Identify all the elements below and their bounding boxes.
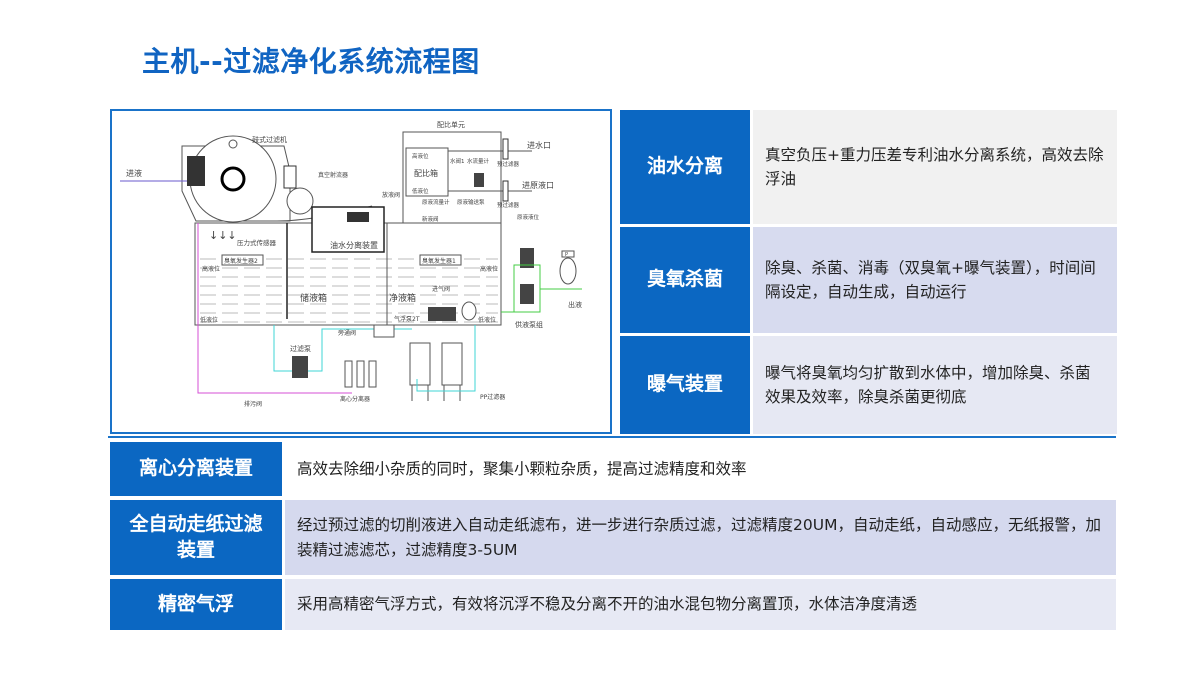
flow-diagram-svg: 鼓式过滤机 进液 储液箱 净液箱 压力式传感器 ↓↓↓ 臭氧发生器2 臭氧发生器… [120,120,582,408]
feature-text: 高效去除细小杂质的同时，聚集小颗粒杂质，提高过滤精度和效率 [285,442,1116,496]
label-air-float-pump: 气浮泵2T [394,315,420,323]
oil-water-separator: 油水分离装置 真空射流器 放液阀 [311,171,400,253]
feature-text: 除臭、杀菌、消毒（双臭氧+曝气装置），时间间隔设定，自动生成，自动运行 [753,227,1117,333]
label-air-inlet-valve: 进气阀 [432,285,450,293]
drum-filter: 鼓式过滤机 [181,135,373,223]
feature-row-air-float: 精密气浮 采用高精密气浮方式，有效将沉浮不稳及分离不开的油水混包物分离置顶，水体… [110,579,1116,630]
label-drum-filter: 鼓式过滤机 [252,135,287,144]
label-low-level-left: 低液位 [200,316,218,324]
feature-label: 精密气浮 [110,579,282,630]
label-concentrate-level: 原液液位 [517,213,540,221]
ratio-unit: 配比单元 配比箱 高液位 低液位 水阀1 水流量计 预过滤器 预过滤器 进水口 … [402,120,554,224]
feature-text: 经过预过滤的切削液进入自动走纸滤布，进一步进行杂质过滤，过滤精度20UM，自动走… [285,500,1116,575]
label-clean-tank: 净液箱 [389,292,416,304]
feature-row-ozone: 臭氧杀菌 除臭、杀菌、消毒（双臭氧+曝气装置），时间间隔设定，自动生成，自动运行 [620,227,1117,333]
label-concentrate-flowmeter: 原液流量计 [422,198,450,206]
label-oil-water-sep: 油水分离装置 [330,240,378,250]
label-pressure-sensor: 压力式传感器 [237,238,277,247]
label-filter-pump: 过滤泵 [290,344,311,353]
label-low-level-ratio: 低液位 [412,187,429,195]
label-high-level-right: 高液位 [480,265,498,273]
process-flow-diagram: 鼓式过滤机 进液 储液箱 净液箱 压力式传感器 ↓↓↓ 臭氧发生器2 臭氧发生器… [110,109,612,434]
feature-label: 臭氧杀菌 [620,227,750,333]
label-bypass-valve: 旁通阀 [338,329,356,337]
label-low-level-right: 低液位 [478,316,496,324]
feature-text: 曝气将臭氧均匀扩散到水体中，增加除臭、杀菌效果及效率，除臭杀菌更彻底 [753,336,1117,434]
label-concentrate-inlet: 进原液口 [522,180,554,190]
label-supply-pump-group: 供液泵组 [515,320,543,329]
label-prefilter-2: 预过滤器 [497,201,520,209]
label-new-liquid-valve: 新液阀 [422,215,439,223]
label-outlet: 出液 [568,300,582,309]
label-water-inlet: 进水口 [527,140,551,150]
label-sewage-valve: 排污阀 [244,400,262,408]
label-high-level-ratio: 高液位 [412,152,429,160]
divider [108,436,1116,438]
label-ozone-gen-1: 臭氧发生器1 [422,257,456,265]
feature-row-aeration: 曝气装置 曝气将臭氧均匀扩散到水体中，增加除臭、杀菌效果及效率，除臭杀菌更彻底 [620,336,1117,434]
feature-row-paper-filter: 全自动走纸过滤装置 经过预过滤的切削液进入自动走纸滤布，进一步进行杂质过滤，过滤… [110,500,1116,575]
flow-arrows-icon: ↓↓↓ [209,229,237,242]
label-vacuum-jet: 真空射流器 [318,171,348,179]
label-inlet: 进液 [126,168,142,178]
feature-row-oil-water: 油水分离 真空负压+重力压差专利油水分离系统，高效去除浮油 [620,110,1117,224]
feature-label: 离心分离装置 [110,442,282,496]
label-ozone-gen-2: 臭氧发生器2 [224,257,258,265]
label-pp-filter: PP过滤器 [480,393,505,401]
label-centrifugal-separator: 离心分离器 [340,395,370,403]
filtration-loop: 排污阀 过滤泵 离心分离器 PP过滤器 旁通阀 [197,223,505,408]
feature-text: 采用高精密气浮方式，有效将沉浮不稳及分离不开的油水混包物分离置顶，水体洁净度清透 [285,579,1116,630]
label-ratio-tank: 配比箱 [414,168,438,178]
label-ratio-unit: 配比单元 [437,120,465,129]
feature-row-centrifugal: 离心分离装置 高效去除细小杂质的同时，聚集小颗粒杂质，提高过滤精度和效率 [110,442,1116,496]
label-pressure-tank: P [565,252,568,258]
label-prefilter-1: 预过滤器 [497,160,520,168]
feature-label: 全自动走纸过滤装置 [110,500,282,575]
page-title: 主机--过滤净化系统流程图 [142,45,480,78]
supply-pump-group: P 出液 供液泵组 [501,248,582,329]
label-water-flowmeter: 水流量计 [467,157,490,165]
label-storage-tank: 储液箱 [300,292,327,304]
label-concentrate-pump: 原液输送泵 [457,198,485,206]
label-water-valve: 水阀1 [450,157,465,165]
label-high-level-left: 高液位 [202,265,220,273]
feature-label: 曝气装置 [620,336,750,434]
label-drain-valve-top: 放液阀 [382,191,400,199]
feature-label: 油水分离 [620,110,750,224]
feature-text: 真空负压+重力压差专利油水分离系统，高效去除浮油 [753,110,1117,224]
